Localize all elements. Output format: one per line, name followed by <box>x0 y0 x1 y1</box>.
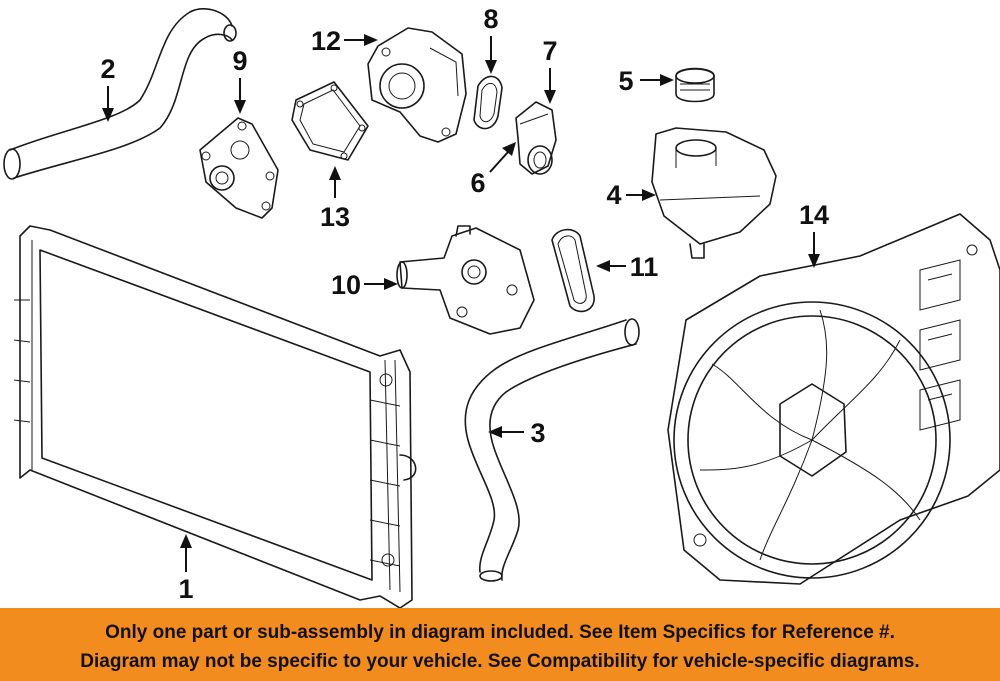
callout-number: 12 <box>311 26 341 56</box>
seal-part-11 <box>551 228 595 313</box>
callout-number: 4 <box>606 180 621 210</box>
callout-number: 8 <box>483 4 498 34</box>
callout-1: 1 <box>178 534 194 604</box>
water-pump-part-9 <box>199 117 279 219</box>
callout-13: 13 <box>320 166 350 232</box>
callout-5: 5 <box>618 66 674 96</box>
callout-10: 10 <box>331 270 398 300</box>
radiator-part-1 <box>13 225 417 608</box>
callout-4: 4 <box>606 180 656 210</box>
callout-number: 9 <box>232 46 247 76</box>
callout-number: 2 <box>100 54 115 84</box>
callout-2: 2 <box>100 54 116 122</box>
callout-12: 12 <box>311 26 378 56</box>
cooling-system-diagram: 1 2 3 4 5 6 7 <box>3 4 1000 608</box>
callout-8: 8 <box>483 4 499 74</box>
callout-number: 11 <box>630 252 659 282</box>
disclaimer-banner: Only one part or sub-assembly in diagram… <box>0 608 1000 681</box>
callout-3: 3 <box>488 418 546 448</box>
callout-number: 10 <box>331 270 361 300</box>
callout-number: 7 <box>542 36 557 66</box>
oring-part-8 <box>473 75 503 130</box>
pressure-cap-part-5 <box>675 67 715 103</box>
disclaimer-line-1: Only one part or sub-assembly in diagram… <box>105 622 895 643</box>
coolant-reservoir-part-4 <box>651 127 777 259</box>
lower-hose-part-3 <box>464 318 640 582</box>
callout-14: 14 <box>799 200 829 268</box>
callout-number: 3 <box>530 418 545 448</box>
callout-number: 5 <box>618 66 633 96</box>
callout-number: 14 <box>799 200 829 230</box>
thermostat-housing-part-6-7 <box>515 101 557 175</box>
callout-9: 9 <box>232 46 248 114</box>
outlet-housing-part-10 <box>396 225 535 335</box>
callout-6: 6 <box>470 142 516 198</box>
callout-number: 1 <box>178 574 193 604</box>
fan-shroud-part-14 <box>667 213 1000 585</box>
disclaimer-line-2: Diagram may not be specific to your vehi… <box>80 651 920 672</box>
callout-number: 6 <box>470 168 485 198</box>
callout-7: 7 <box>542 36 558 104</box>
pump-housing-part-12 <box>367 27 467 143</box>
gasket-part-13 <box>291 81 369 161</box>
upper-hose-part-2 <box>3 8 237 180</box>
callout-11: 11 <box>596 252 658 282</box>
callout-number: 13 <box>320 202 350 232</box>
